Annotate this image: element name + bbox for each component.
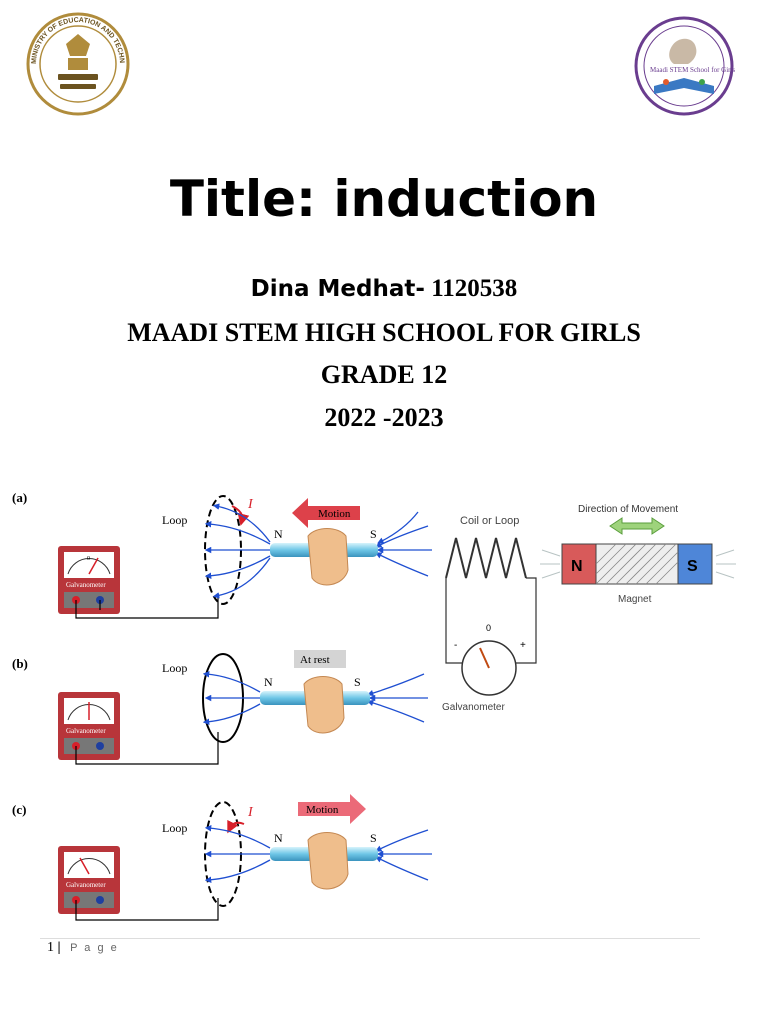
svg-text:N: N [264,675,273,689]
author-id: 1120538 [431,275,518,302]
svg-text:N: N [274,831,283,845]
svg-text:N: N [571,558,583,575]
page-title: Title: induction [169,170,599,228]
panel-c: (c) Galvanometer Loop I N S Motion [12,794,432,921]
svg-text:Loop: Loop [162,821,187,835]
page-footer: 1 | P a g e [47,940,119,956]
author-name: Dina Medhat- [250,276,425,302]
ministry-logo: MINISTRY OF EDUCATION AND TECHNICAL EDUC… [19,7,134,116]
svg-text:S: S [370,831,377,845]
school-logo-text: Maadi STEM School for Girls [650,66,735,74]
svg-text:N: N [274,527,283,541]
panel-a-label: (a) [12,490,27,505]
coil-label: Coil or Loop [460,515,519,527]
years-line: 2022 -2023 [324,403,444,432]
svg-text:At rest: At rest [300,654,330,666]
galvanometer-a: 0 Galvanometer [58,546,120,614]
svg-text:0: 0 [87,556,90,562]
svg-text:Motion: Motion [306,804,339,816]
svg-text:I: I [247,805,254,820]
page-word: P a g e [70,942,119,954]
magnet-label: Magnet [618,594,652,605]
svg-text:S: S [354,675,361,689]
induction-figure-left: (a) 0 Galvanometer Loop I [12,490,432,921]
school-name: MAADI STEM HIGH SCHOOL FOR GIRLS [127,318,641,347]
panel-b: (b) Galvanometer Loop N S At rest [12,650,428,765]
eagle-icon [66,34,90,56]
svg-text:Galvanometer: Galvanometer [66,727,106,735]
svg-text:Galvanometer: Galvanometer [66,581,106,589]
svg-text:Loop: Loop [162,661,187,675]
school-logo: Maadi STEM School for Girls [628,16,740,116]
svg-text:Motion: Motion [318,508,351,520]
footer-rule [40,938,700,939]
svg-text:Galvanometer: Galvanometer [66,881,106,889]
svg-text:S: S [370,527,377,541]
footer-separator: | [57,940,61,955]
svg-text:Loop: Loop [162,513,187,527]
page-number: 1 [47,940,54,955]
grade-line: GRADE 12 [320,360,448,389]
author-line: Dina Medhat- 1120538 [0,275,768,303]
galvanometer-b: Galvanometer [58,692,120,760]
induction-figure-right: Coil or Loop 0 - + Galvanometer Directio… [442,504,736,713]
galvanometer-c: Galvanometer [58,846,120,914]
panel-b-label: (b) [12,656,28,671]
svg-text:S: S [687,558,698,575]
panel-c-label: (c) [12,802,26,817]
direction-label: Direction of Movement [578,504,678,515]
svg-text:+: + [520,640,526,651]
panel-a: (a) 0 Galvanometer Loop I [12,490,432,619]
svg-text:0: 0 [486,623,491,633]
svg-text:-: - [454,640,457,651]
svg-text:I: I [247,497,254,512]
galvanometer-label: Galvanometer [442,702,505,713]
